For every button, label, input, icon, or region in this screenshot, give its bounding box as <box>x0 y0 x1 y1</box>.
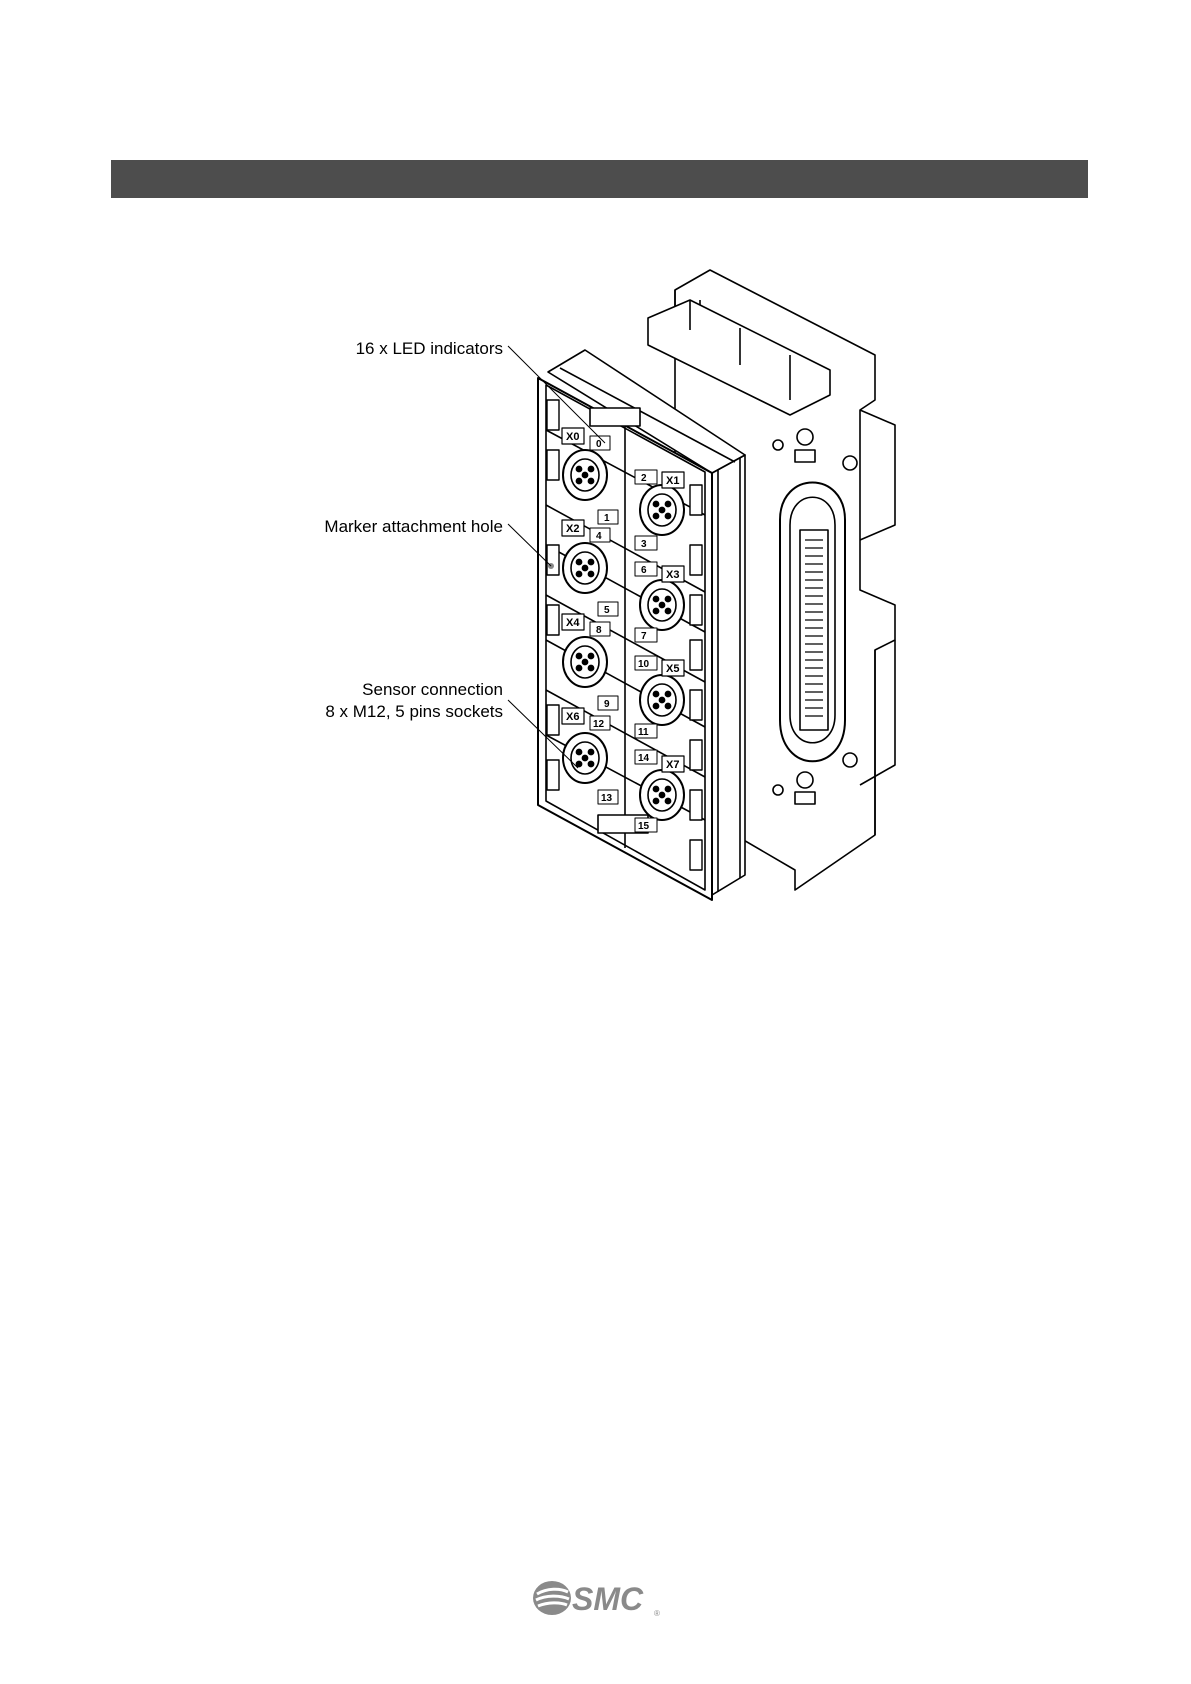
led-label: 6 <box>641 565 647 576</box>
callout-sensor-line-1: Sensor connection <box>325 679 503 701</box>
smc-logo-text: SMC <box>572 1581 644 1617</box>
led-label: 9 <box>604 699 610 710</box>
led-label: 14 <box>638 753 650 764</box>
socket-label: X0 <box>566 431 579 443</box>
callout-led-indicators: 16 x LED indicators <box>356 338 503 360</box>
m12-socket <box>563 543 607 593</box>
callout-sensor-line-2: 8 x M12, 5 pins sockets <box>325 701 503 723</box>
m12-socket <box>640 580 684 630</box>
socket-label: X3 <box>666 569 679 581</box>
smc-logo-swirl-icon <box>533 1581 571 1615</box>
led-label: 5 <box>604 605 610 616</box>
m12-socket <box>640 485 684 535</box>
socket-label: X7 <box>666 759 679 771</box>
led-label: 7 <box>641 631 647 642</box>
m12-socket <box>640 770 684 820</box>
led-label: 4 <box>596 531 602 542</box>
socket-label: X2 <box>566 523 579 535</box>
registered-mark: ® <box>654 1609 660 1618</box>
m12-socket <box>640 675 684 725</box>
led-label: 12 <box>593 719 605 730</box>
led-label: 0 <box>596 439 602 450</box>
callout-sensor-connection: Sensor connection 8 x M12, 5 pins socket… <box>325 679 503 723</box>
led-label: 10 <box>638 659 650 670</box>
m12-socket <box>563 733 607 783</box>
socket-label: X1 <box>666 475 679 487</box>
led-label: 3 <box>641 539 647 550</box>
socket-label: X6 <box>566 711 579 723</box>
smc-logo: SMC ® <box>532 1578 662 1618</box>
led-label: 15 <box>638 821 650 832</box>
led-label: 1 <box>604 513 610 524</box>
led-label: 13 <box>601 793 613 804</box>
socket-label: X5 <box>666 663 679 675</box>
m12-socket <box>563 450 607 500</box>
socket-label: X4 <box>566 617 580 629</box>
top-latch <box>590 408 640 426</box>
led-label: 2 <box>641 473 647 484</box>
led-label: 8 <box>596 625 602 636</box>
led-label: 11 <box>638 727 649 738</box>
callout-marker-attachment-hole: Marker attachment hole <box>324 516 503 538</box>
m12-socket <box>563 637 607 687</box>
